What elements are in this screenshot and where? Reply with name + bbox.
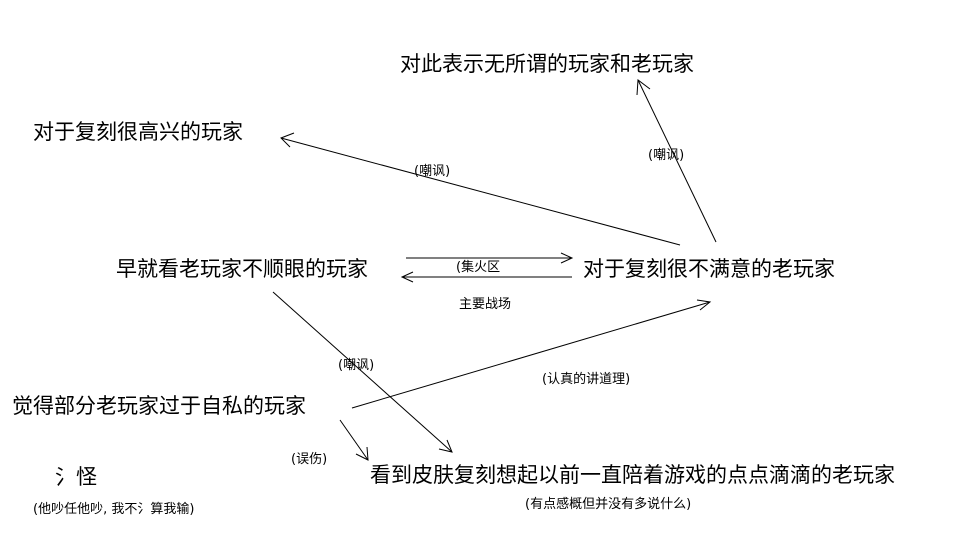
label-main-battlefield: 主要战场: [459, 297, 512, 312]
node-unhappy-veterans: 对于复刻很不满意的老玩家: [583, 257, 835, 281]
node-happy-players: 对于复刻很高兴的玩家: [33, 120, 243, 144]
label-mock-indifferent: (嘲讽): [648, 148, 685, 163]
label-fire-zone: (集火区: [456, 260, 501, 275]
label-reasoning: (认真的讲道理): [542, 372, 631, 387]
arrow-unhappy-to-happy: [280, 137, 681, 246]
node-blame: 氵怪: [55, 465, 97, 489]
arrowhead-haters: [400, 271, 414, 283]
label-nostalgic-note: (有点感概但并没有多说什么): [525, 497, 692, 512]
arrowhead-unhappy-2: [696, 299, 712, 311]
label-blame-note: (他吵任他吵, 我不氵算我输): [33, 502, 195, 517]
label-accidental-injury: (误伤): [291, 452, 328, 467]
arrowhead-happy: [280, 132, 295, 148]
arrowhead-nostalgic-1: [438, 439, 453, 453]
node-nostalgic-veterans: 看到皮肤复刻想起以前一直陪着游戏的点点滴滴的老玩家: [370, 463, 895, 487]
arrow-haters-to-nostalgic: [272, 291, 453, 453]
arrowhead-nostalgic-2: [355, 446, 369, 461]
arrow-unhappy-to-indifferent: [637, 79, 717, 243]
arrowhead-indifferent: [636, 79, 651, 96]
node-indifferent-players: 对此表示无所谓的玩家和老玩家: [400, 52, 694, 76]
label-mock-happy: (嘲讽): [414, 164, 451, 179]
node-longtime-haters: 早就看老玩家不顺眼的玩家: [116, 257, 368, 281]
arrowhead-unhappy: [560, 252, 574, 264]
label-mock-nostalgic: (嘲讽): [338, 358, 375, 373]
arrow-critics-to-unhappy: [351, 301, 711, 409]
arrow-critics-to-nostalgic: [339, 419, 369, 461]
node-selfish-critics: 觉得部分老玩家过于自私的玩家: [12, 394, 306, 418]
